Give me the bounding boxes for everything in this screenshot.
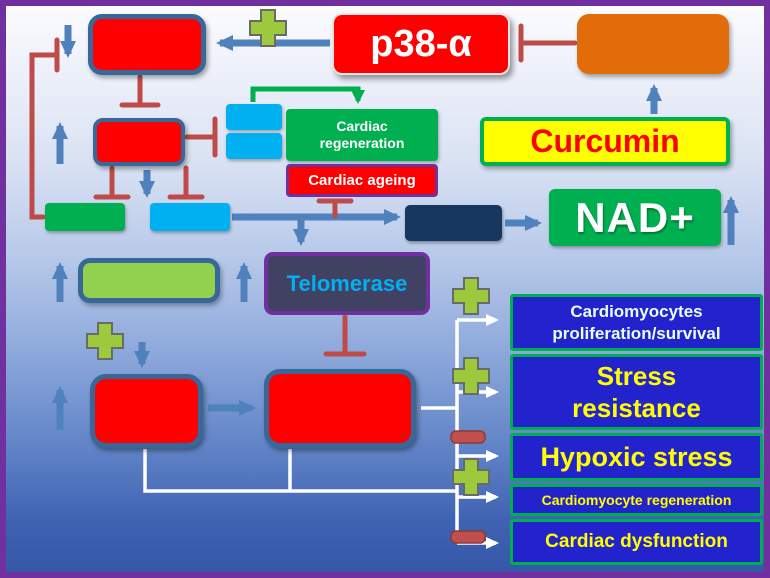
node-red-4 <box>264 369 416 448</box>
plus-icon <box>452 277 490 315</box>
node-red-1 <box>88 14 206 75</box>
node-red-2 <box>93 118 185 166</box>
plus-icon <box>86 322 124 360</box>
node-curcumin: Curcumin <box>480 117 730 166</box>
outcome-hypoxic-stress: Hypoxic stress <box>510 433 763 481</box>
node-lightblue-3 <box>150 203 230 231</box>
outcome-cardiac-dysfunction-label: Cardiac dysfunction <box>545 531 728 552</box>
outcome-hypoxic-stress-label: Hypoxic stress <box>540 441 733 472</box>
node-lightblue-1 <box>226 104 282 130</box>
arrow-green-to-cardiac-regeneration <box>250 86 365 104</box>
minus-icon <box>450 430 486 444</box>
p38-label: p38-α <box>370 22 472 65</box>
inhibit-left-bracket <box>29 52 57 220</box>
cardiac-ageing-label: Cardiac ageing <box>308 172 416 189</box>
outcome-cardiomyocyte-regeneration: Cardiomyocyte regeneration <box>510 484 763 516</box>
outcome-cardiomyocyte-regeneration-label: Cardiomyocyte regeneration <box>541 492 732 508</box>
inhibition-lines <box>29 23 578 357</box>
outcome-cardiac-dysfunction: Cardiac dysfunction <box>510 519 763 565</box>
node-p38: p38-α <box>332 13 510 75</box>
minus-icon <box>450 530 486 544</box>
cardiac-regeneration-label: Cardiac regeneration <box>319 117 405 152</box>
node-telomerase: Telomerase <box>264 252 430 315</box>
node-orange <box>577 14 729 74</box>
white-feed-red3 <box>143 449 457 493</box>
outcome-stress-resistance-label: Stress resistance <box>572 360 701 424</box>
curcumin-label: Curcumin <box>530 123 680 159</box>
node-lightblue-2 <box>226 133 282 159</box>
node-cardiac-regeneration: Cardiac regeneration <box>286 109 438 161</box>
node-nad: NAD+ <box>549 189 721 246</box>
outcome-proliferation: Cardiomyocytes proliferation/survival <box>510 294 763 351</box>
nad-label: NAD+ <box>575 193 695 241</box>
blue-arrows <box>52 25 739 430</box>
outcome-stress-resistance: Stress resistance <box>510 354 763 430</box>
node-green-small <box>45 203 125 231</box>
node-navy <box>405 205 502 241</box>
node-cardiac-ageing: Cardiac ageing <box>286 164 438 197</box>
outcome-proliferation-label: Cardiomyocytes proliferation/survival <box>552 302 721 343</box>
telomerase-label: Telomerase <box>286 270 408 296</box>
node-red-3 <box>90 374 203 448</box>
node-lightgreen <box>78 258 220 303</box>
